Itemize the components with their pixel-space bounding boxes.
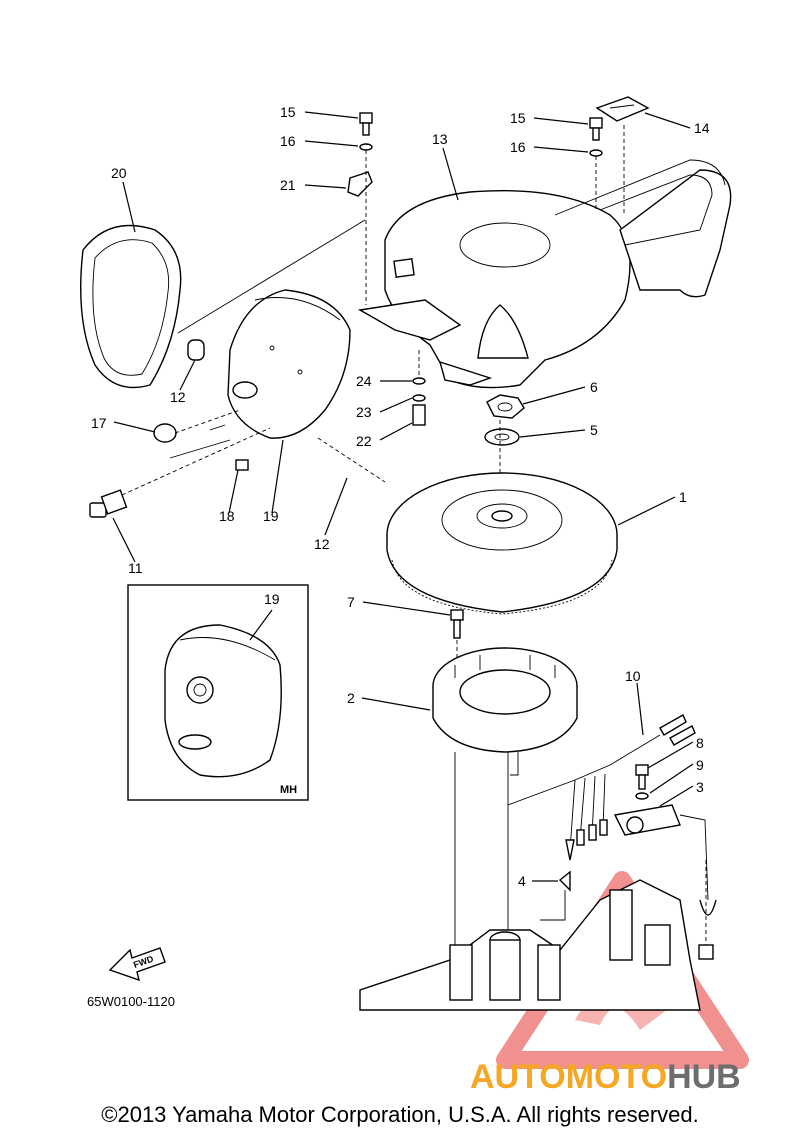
label-part [235,459,249,471]
callout-19b: 19 [264,591,280,607]
clamp-part [558,870,571,892]
leader-lines [112,111,694,882]
callout-12b: 12 [314,536,330,552]
grommet-part [187,339,205,361]
fitting-part [89,427,271,518]
watermark-part2: HUB [667,1058,741,1096]
callout-2: 2 [347,690,355,706]
callout-14: 14 [694,120,710,136]
inset-label: MH [280,784,297,796]
callout-17: 17 [91,415,107,431]
silencer-body-part [227,289,351,439]
hose-part [317,437,386,483]
callout-24: 24 [356,373,372,389]
callout-11: 11 [128,560,143,576]
fwd-arrow-icon [108,947,166,982]
flywheel-cover-part [357,159,732,389]
callout-5: 5 [590,422,598,438]
callout-8: 8 [696,735,704,751]
bolt-part-2 [589,117,625,215]
clip-part [595,96,650,122]
callout-21: 21 [280,177,296,193]
bolt-part-3 [450,609,464,690]
callout-19a: 19 [263,508,279,524]
plug-part [153,423,177,443]
stator-part [432,647,578,753]
wire-harness-part [507,714,696,861]
callout-10: 10 [625,668,641,684]
callout-1: 1 [679,489,687,505]
watermark-text: AUTOMOTOHUB [470,1058,741,1096]
callout-6: 6 [590,379,598,395]
callout-4: 4 [518,873,526,889]
callout-7: 7 [347,594,355,610]
callout-15b: 15 [510,110,526,126]
callout-23: 23 [356,404,372,420]
bolt-part [347,112,373,305]
callout-3: 3 [696,779,704,795]
callout-13: 13 [432,131,448,147]
callout-16b: 16 [510,139,526,155]
callout-15a: 15 [280,104,296,120]
callout-20: 20 [111,165,127,181]
copyright-notice: ©2013 Yamaha Motor Corporation, U.S.A. A… [101,1102,699,1127]
inset-mh-detail [127,584,309,801]
flywheel-part [386,472,618,615]
watermark-part1: AUTOMOTO [470,1058,667,1096]
callout-22: 22 [356,433,372,449]
callout-12a: 12 [170,389,186,405]
callout-18: 18 [219,508,235,524]
callout-16a: 16 [280,133,296,149]
engine-block-part [359,879,701,1011]
diagram-code: 65W0100-1120 [87,994,175,1009]
intake-silencer-part [80,224,182,389]
washer-part [412,377,426,385]
callout-9: 9 [696,757,704,773]
pulser-coil-part [613,764,717,960]
